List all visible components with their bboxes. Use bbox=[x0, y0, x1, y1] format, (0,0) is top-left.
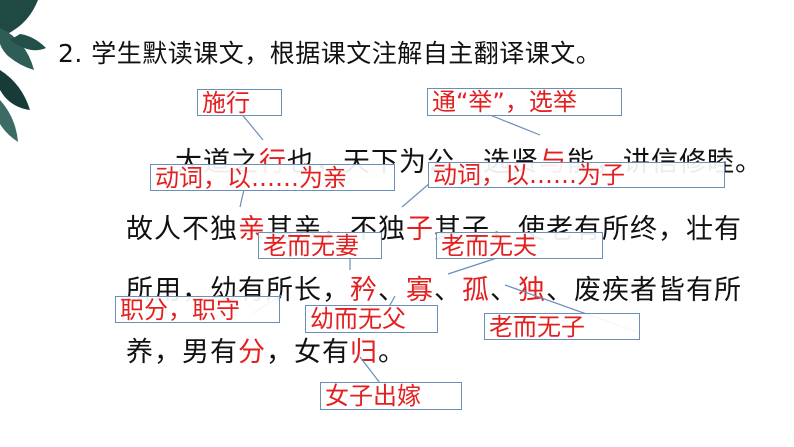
annotation-gua: 老而无夫 bbox=[436, 232, 603, 259]
annotation-gu: 幼而无父 bbox=[305, 305, 438, 333]
highlight-zi: 子 bbox=[406, 214, 434, 245]
annotation-du: 老而无子 bbox=[484, 313, 640, 340]
annotation-zi: 动词，以……为子 bbox=[428, 162, 725, 188]
text: 、 bbox=[378, 275, 406, 306]
leaf-decoration-icon bbox=[0, 0, 46, 142]
passage-line-2: 故人不独亲其亲，不独子其子，使老有所终，壮有 bbox=[126, 207, 742, 246]
highlight-guan: 矜 bbox=[350, 275, 378, 306]
highlight-du: 独 bbox=[518, 275, 546, 306]
text: 、废疾者皆有所 bbox=[546, 275, 742, 306]
highlight-fen: 分 bbox=[238, 337, 266, 368]
highlight-gui: 归 bbox=[350, 337, 378, 368]
text: 故人不独 bbox=[126, 214, 238, 245]
annotation-fen: 职分，职守 bbox=[115, 296, 280, 323]
text: 。 bbox=[378, 337, 406, 368]
text: ，女有 bbox=[266, 337, 350, 368]
annotation-xing: 施行 bbox=[197, 89, 282, 116]
highlight-gua: 寡 bbox=[406, 275, 434, 306]
annotation-gui: 女子出嫁 bbox=[320, 382, 462, 410]
text: 、 bbox=[434, 275, 462, 306]
highlight-gu: 孤 bbox=[462, 275, 490, 306]
annotation-yu: 通“举”，选举 bbox=[427, 88, 622, 116]
annotation-guan: 老而无妻 bbox=[258, 232, 382, 259]
passage-line-4: 养，男有分，女有归。 bbox=[126, 330, 406, 369]
heading: 2. 学生默读课文，根据课文注解自主翻译课文。 bbox=[58, 39, 602, 68]
text: 养，男有 bbox=[126, 337, 238, 368]
text: 、 bbox=[490, 275, 518, 306]
annotation-qin: 动词，以……为亲 bbox=[150, 164, 395, 191]
